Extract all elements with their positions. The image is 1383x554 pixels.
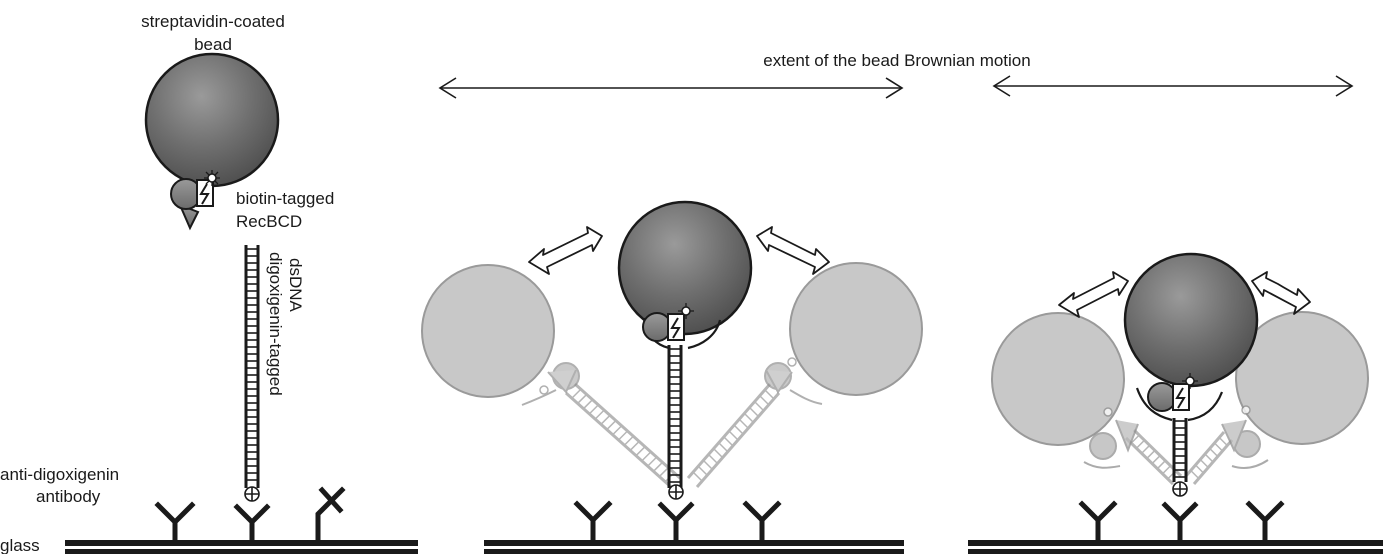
dsdna-shadow-right (688, 384, 779, 487)
dna-rung (734, 425, 743, 434)
antibody-icon (577, 504, 778, 540)
glass-label: glass (0, 536, 40, 554)
bead-shadow-right (790, 263, 922, 395)
antibody-label: anti-digoxigenin (0, 465, 119, 484)
dna-rung (760, 396, 769, 405)
dna-rung (1136, 440, 1144, 448)
dna-rung (750, 408, 759, 417)
dna-rung (744, 413, 753, 422)
antibody-icon (158, 505, 192, 540)
dna-rung (1142, 445, 1150, 453)
dna-rung (589, 405, 598, 414)
brownian-extent-arrow (994, 76, 1352, 96)
glass-surface-panel-3 (968, 540, 1383, 554)
digoxigenin-cross-icon (669, 485, 683, 499)
bead-label-line2: bead (194, 35, 232, 54)
dna-rung (1152, 456, 1160, 464)
bead-label: streptavidin-coated (141, 12, 285, 31)
streptavidin-bead (1125, 254, 1257, 386)
dna-rung (714, 449, 723, 458)
brownian-motion-label: extent of the bead Brownian motion (763, 51, 1030, 70)
dna-rung (693, 472, 702, 481)
dna-rung (578, 394, 587, 403)
dna-rung (1157, 461, 1165, 469)
dna-rung (648, 457, 657, 466)
dna-rung (1200, 460, 1208, 468)
dna-rung (1163, 466, 1171, 474)
dna-rung (572, 389, 581, 398)
dna-rung (1219, 438, 1227, 446)
dsdna-strand (669, 345, 681, 488)
dsdna-strand (246, 245, 258, 488)
dna-rung (595, 410, 604, 419)
streptavidin-bead (146, 54, 278, 186)
dsdna-label: digoxigenin-tagged (266, 252, 285, 396)
dna-rung (703, 460, 712, 469)
dna-rung (613, 426, 622, 435)
dna-rung (709, 455, 718, 464)
biotin-star-icon (204, 170, 220, 186)
dna-rung (1205, 454, 1213, 462)
recbcd-label-line2: RecBCD (236, 212, 302, 231)
dna-rung (698, 466, 707, 475)
dna-rung (1147, 450, 1155, 458)
dna-rung (755, 402, 764, 411)
antibody-label-line2: antibody (36, 487, 101, 506)
digoxigenin-cross-icon (245, 487, 259, 501)
dna-rung (636, 447, 645, 456)
dna-rung (619, 431, 628, 440)
dna-rung (642, 452, 651, 461)
glass-surface-panel-2 (484, 540, 904, 554)
glass-surface-panel-1 (65, 540, 418, 554)
dna-rung (719, 443, 728, 452)
dna-rung (1196, 465, 1204, 473)
dna-rung (607, 421, 616, 430)
antibody-broken-icon (318, 490, 342, 540)
dna-rung (739, 419, 748, 428)
bead-shadow-left (422, 265, 554, 397)
dna-rung (1215, 443, 1223, 451)
antibody-icon (1082, 504, 1281, 540)
dsdna-shadow-right (1186, 432, 1232, 484)
recbcd-enzyme-icon (1137, 383, 1222, 420)
dsdna-shadow-left (566, 384, 680, 487)
dna-rung (624, 436, 633, 445)
dna-rung (1210, 449, 1218, 457)
dna-rung (584, 400, 593, 409)
dna-rung (729, 431, 738, 440)
dna-rung (724, 437, 733, 446)
dna-rung (654, 462, 663, 471)
dna-rung (1191, 471, 1199, 479)
bead-shadow-left (992, 313, 1124, 445)
dna-rung (630, 441, 639, 450)
antibody-icon (237, 507, 267, 540)
brownian-extent-arrow (440, 78, 902, 98)
recbcd-label: biotin-tagged (236, 189, 334, 208)
recbcd-enzyme-icon (171, 179, 213, 228)
digoxigenin-cross-icon (1173, 482, 1187, 496)
dna-rung (659, 468, 668, 477)
dna-rung (765, 390, 774, 399)
dsdna-label-line2: dsDNA (286, 258, 305, 313)
dna-rung (601, 415, 610, 424)
